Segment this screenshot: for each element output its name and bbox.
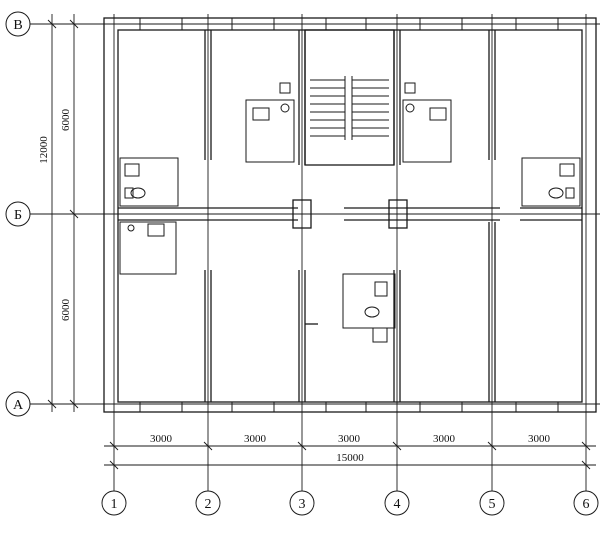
dim-bay-1: 3000 — [150, 433, 173, 445]
dim-bay-2: 3000 — [244, 433, 267, 445]
axis-label-2: 2 — [205, 497, 212, 512]
axis-label-a: А — [13, 398, 24, 413]
windows-bottom — [139, 401, 559, 413]
dim-total-depth: 12000 — [38, 136, 50, 164]
axis-label-1: 1 — [111, 497, 118, 512]
dimension-lines — [47, 14, 596, 470]
axis-label-b: Б — [14, 208, 22, 223]
dim-bay-4: 3000 — [433, 433, 456, 445]
interior-walls — [118, 29, 582, 402]
dim-bay-3: 3000 — [338, 433, 361, 445]
axis-label-3: 3 — [299, 497, 306, 512]
dim-bay-5: 3000 — [528, 433, 551, 445]
outer-walls — [103, 17, 597, 413]
axis-label-6: 6 — [583, 497, 590, 512]
axis-bubbles — [5, 11, 599, 516]
dim-span-upper: 6000 — [60, 109, 72, 132]
axis-label-5: 5 — [489, 497, 496, 512]
axis-label-v: В — [13, 18, 22, 33]
dim-span-lower: 6000 — [60, 299, 72, 322]
dim-total-width: 15000 — [336, 452, 364, 464]
axis-label-4: 4 — [394, 497, 401, 512]
stair-treads — [310, 76, 389, 140]
grid-lines — [30, 14, 600, 492]
sanitary-units — [119, 82, 581, 343]
